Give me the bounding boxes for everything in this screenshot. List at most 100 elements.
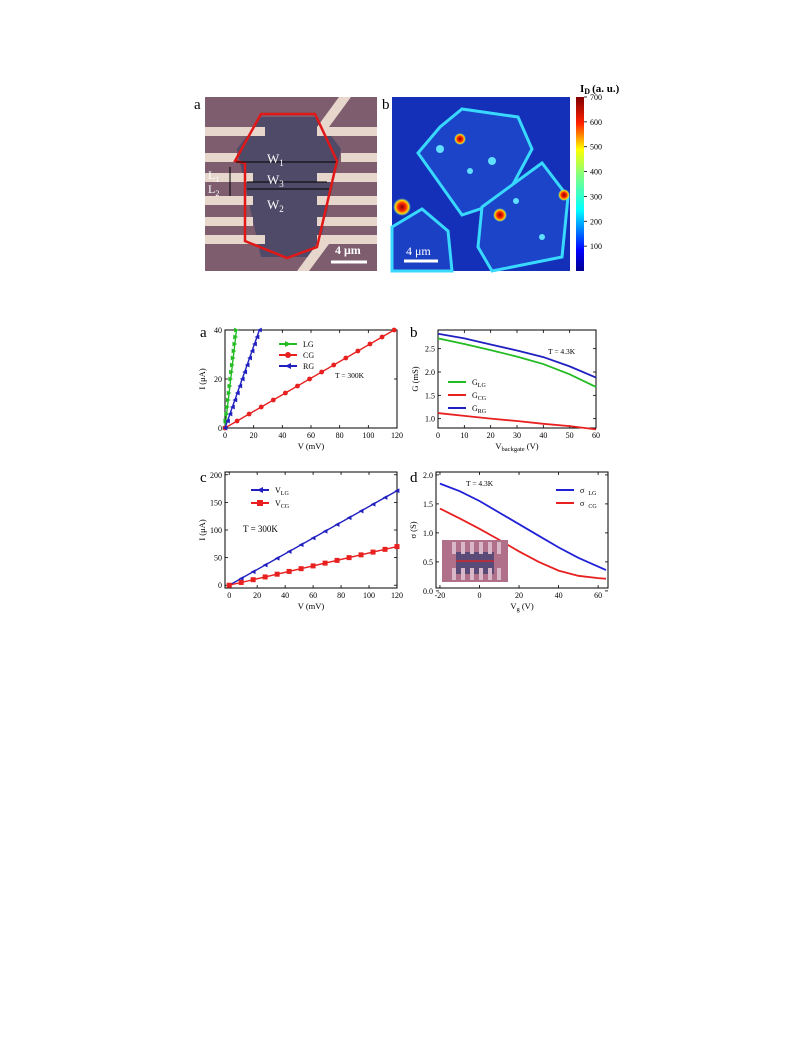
data-point	[391, 327, 397, 333]
legend-label: CG	[303, 351, 314, 360]
x-tick-label: 0	[436, 431, 440, 440]
data-point	[285, 363, 291, 369]
data-point	[322, 528, 328, 534]
legend-label: GCG	[472, 391, 487, 402]
y-tick-label: 1.5	[423, 500, 433, 509]
panel-letter-d: d	[410, 470, 418, 486]
x-tick-label: 30	[513, 431, 521, 440]
data-point	[254, 334, 260, 340]
legend-entry: CG	[279, 351, 314, 360]
data-point	[355, 348, 361, 354]
legend-entry: VCG	[251, 499, 290, 510]
y-tick-label: 2.5	[425, 345, 435, 354]
x-tick-label: 60	[592, 431, 600, 440]
legend-entry: GRG	[448, 404, 487, 415]
series-cg	[437, 412, 597, 431]
data-point	[343, 355, 349, 361]
y-axis-label: G (mS)	[410, 366, 420, 391]
series-lg	[439, 482, 607, 571]
x-axis-label: Vbackgate (V)	[495, 441, 538, 453]
data-point	[226, 582, 232, 588]
panel-letter-top-b: b	[382, 97, 390, 113]
y-axis-label: σ (S)	[408, 521, 418, 538]
data-point	[262, 562, 268, 568]
data-point	[257, 487, 263, 493]
data-point	[224, 411, 230, 417]
annotation: T = 300K	[243, 524, 278, 534]
colorbar-tick-label: 400	[590, 168, 602, 177]
inset-flake	[456, 552, 494, 574]
data-point	[242, 369, 248, 375]
data-point	[319, 369, 325, 375]
data-point	[307, 376, 312, 382]
data-point	[257, 500, 263, 506]
data-point	[346, 515, 352, 521]
y-axis-label: I (μA)	[197, 368, 207, 389]
data-point	[262, 574, 268, 580]
data-point	[233, 334, 239, 340]
colorbar-tick-label: 700	[590, 93, 602, 102]
data-point	[285, 341, 291, 347]
y-tick-label: 40	[214, 326, 222, 335]
data-point	[234, 327, 239, 333]
x-tick-label: 40	[278, 431, 286, 440]
panel-letter-a: a	[200, 325, 207, 341]
series-rg	[222, 327, 262, 431]
x-tick-label: 50	[566, 431, 574, 440]
scale-bar-label: 4 μm	[335, 243, 361, 257]
data-point	[331, 362, 337, 368]
x-tick-label: 20	[253, 591, 261, 600]
data-point	[227, 383, 233, 389]
electrodes	[205, 97, 377, 271]
panel-letter-c: c	[200, 470, 207, 486]
x-tick-label: 120	[391, 591, 403, 600]
data-point	[222, 425, 228, 431]
data-point	[370, 549, 376, 555]
data-point	[334, 522, 340, 527]
data-point	[234, 390, 240, 396]
data-point	[225, 397, 231, 403]
data-point	[283, 390, 288, 396]
flake-region-2	[476, 160, 570, 273]
data-point	[379, 334, 385, 340]
x-tick-label: -20	[435, 591, 446, 600]
data-point	[286, 549, 292, 554]
hotspot	[454, 133, 466, 145]
data-point	[232, 397, 238, 403]
y-tick-label: 0.0	[423, 587, 433, 596]
data-point	[244, 362, 250, 368]
x-axis-label: Vg (V)	[510, 601, 533, 613]
series-line	[439, 482, 607, 571]
x-tick-label: 20	[487, 431, 495, 440]
x-tick-label: 60	[307, 431, 315, 440]
flake-region-1	[416, 107, 534, 217]
hotspot	[493, 208, 507, 222]
y-tick-label: 100	[210, 526, 222, 535]
data-point	[310, 535, 316, 541]
colorbar-tick-label: 200	[590, 217, 602, 226]
scale-bar-label: 4 μm	[406, 244, 431, 258]
x-tick-label: 0	[227, 591, 231, 600]
annotation: T = 4.3K	[466, 479, 494, 488]
data-point	[286, 568, 292, 574]
data-point	[238, 579, 244, 585]
data-point	[394, 488, 400, 494]
width-arrows	[229, 161, 336, 196]
x-tick-label: 60	[594, 591, 602, 600]
y-axis-label: I (μA)	[197, 519, 207, 540]
data-point	[228, 376, 234, 382]
colorbar-title: ID(a. u.)	[580, 83, 620, 96]
data-point	[247, 355, 252, 361]
legend-label: VLG	[275, 486, 289, 497]
data-point	[358, 552, 364, 558]
x-tick-label: 10	[460, 431, 468, 440]
colorbar-tick-label: 500	[590, 143, 602, 152]
data-point	[285, 352, 291, 358]
data-point	[346, 555, 352, 561]
series-lg	[226, 488, 400, 588]
x-axis-label: V (mV)	[298, 441, 325, 451]
y-tick-label: 50	[214, 554, 222, 563]
